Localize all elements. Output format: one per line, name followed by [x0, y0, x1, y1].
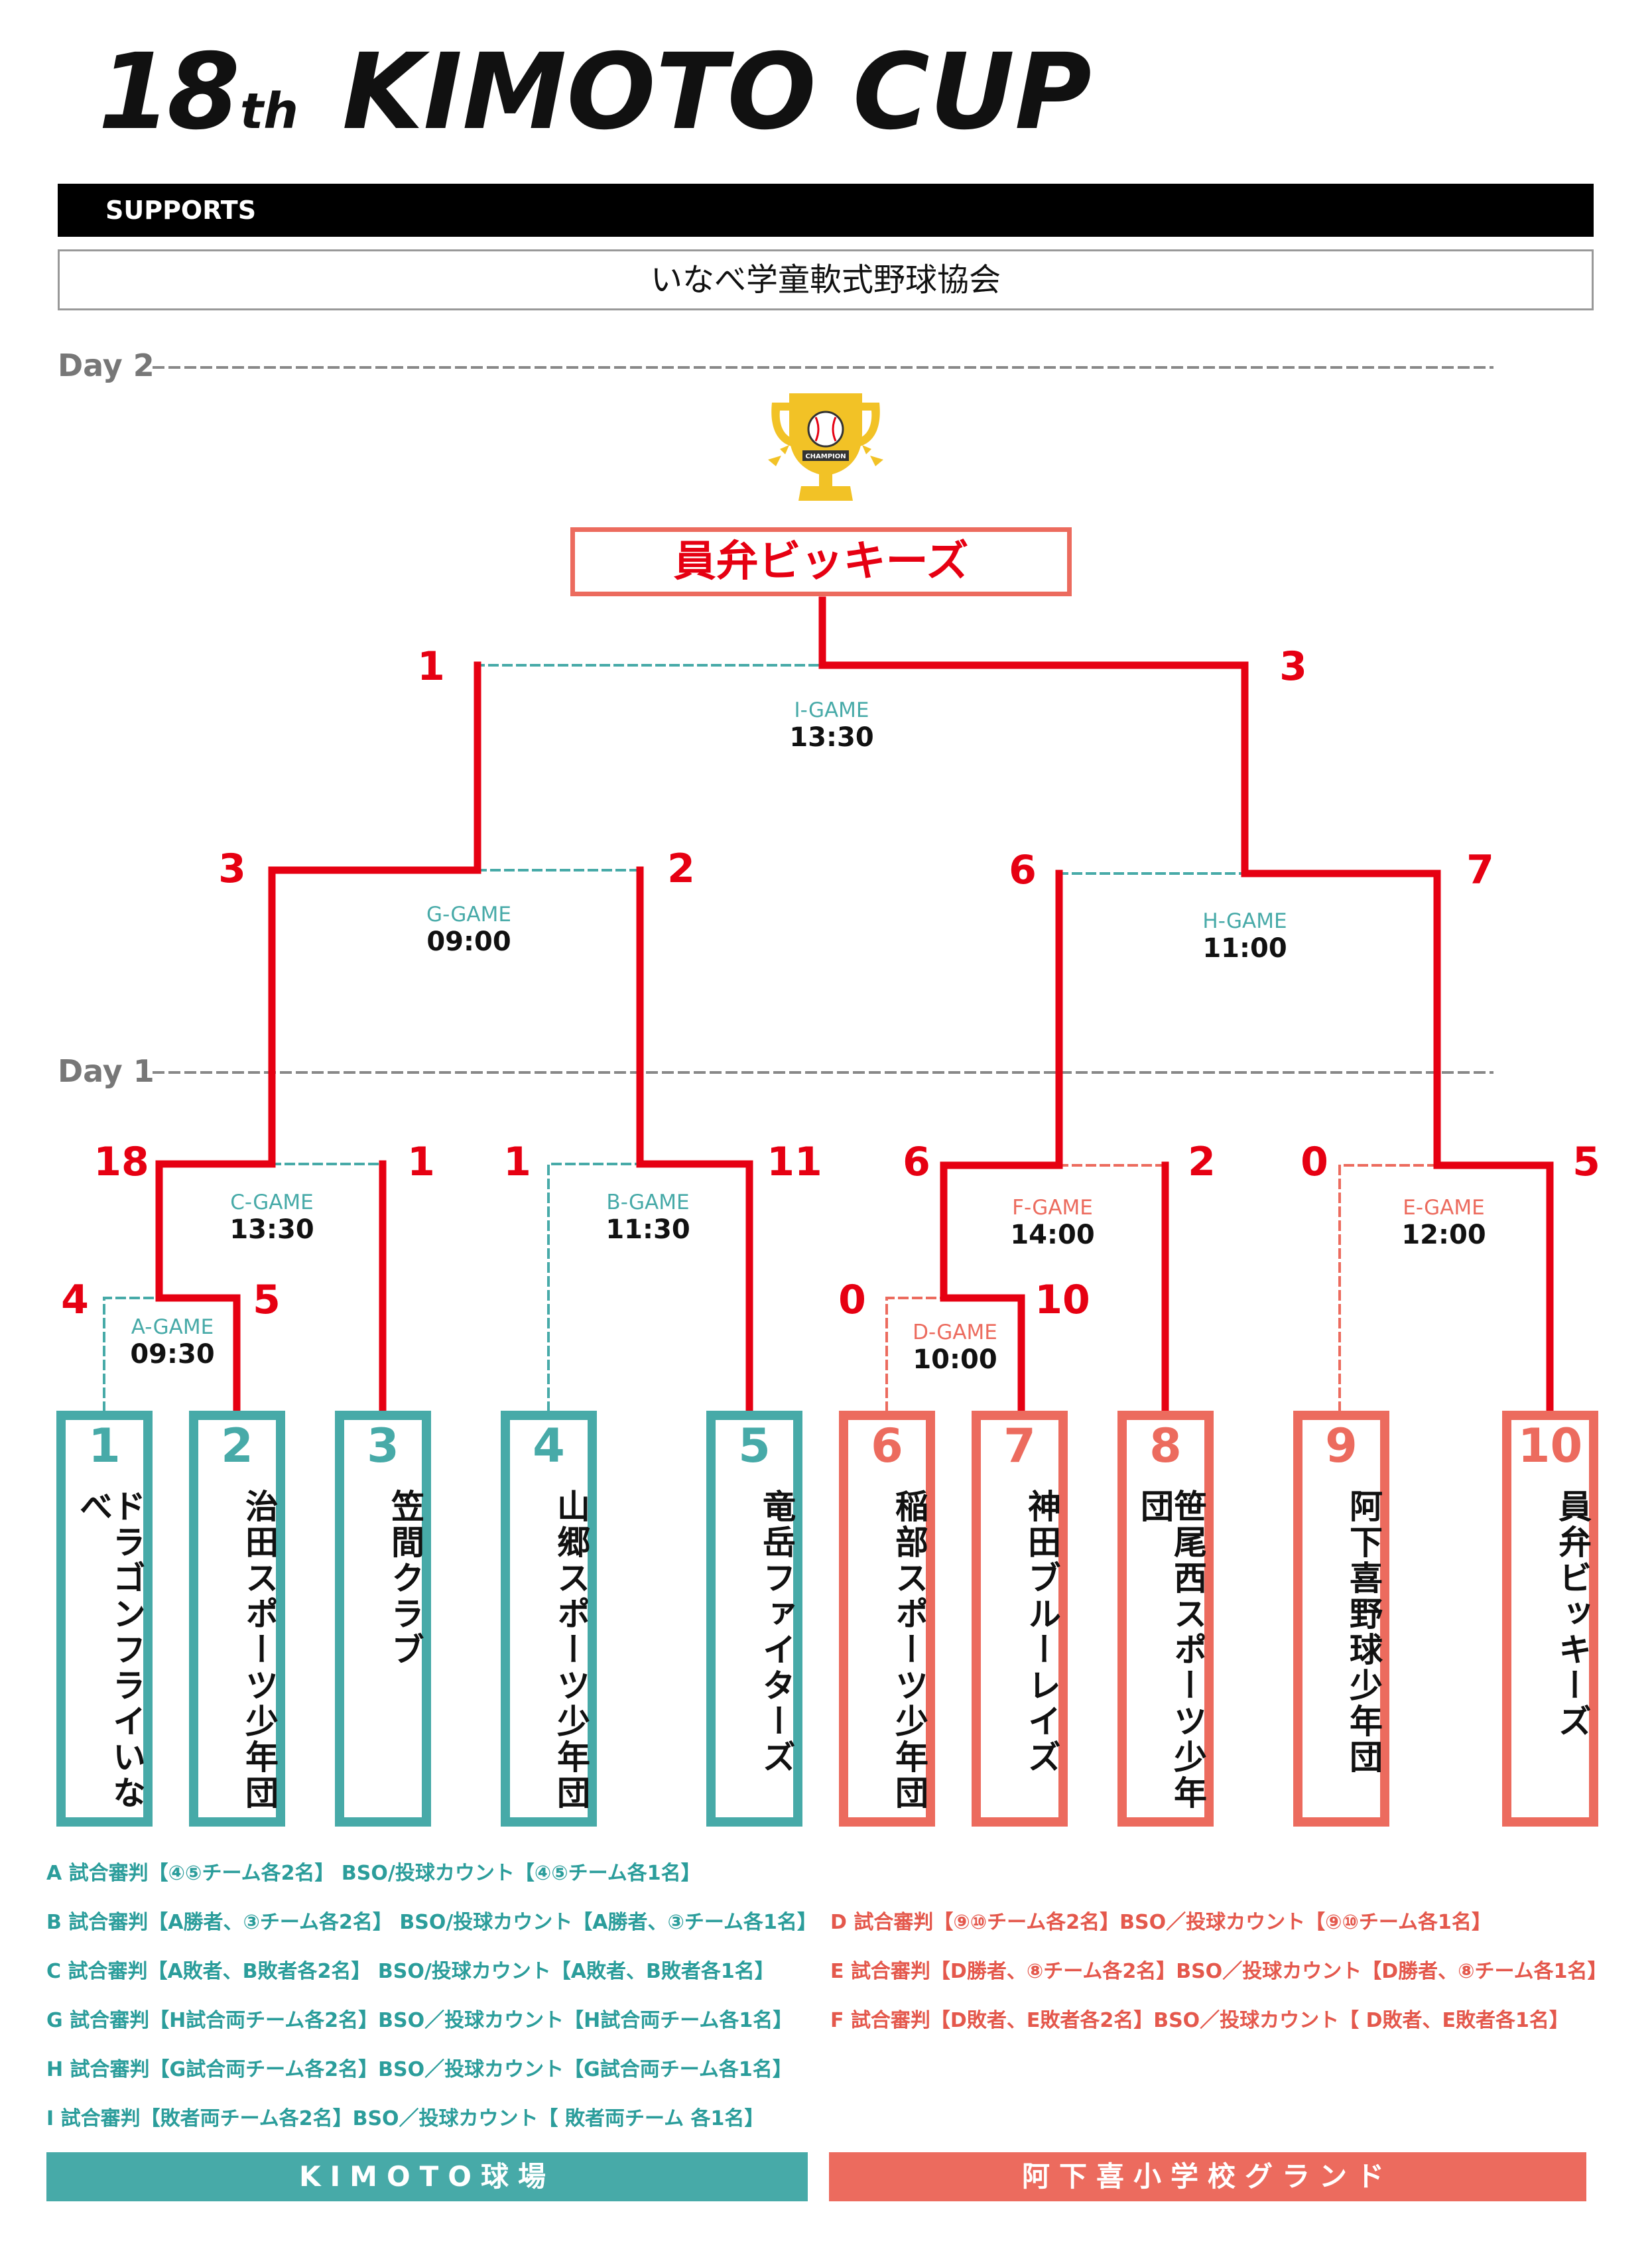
note-h: H 試合審判【G試合両チーム各2名】BSO／投球カウント【G試合両チーム各1名】	[46, 2058, 793, 2081]
i-game-label: I-GAME	[794, 698, 869, 722]
team-number: 2	[221, 1419, 253, 1473]
a-game-loser-line	[103, 1297, 160, 1412]
note-c: C 試合審判【A敗者、B敗者各2名】 BSO/投球カウント【A敗者、B敗者各1名…	[46, 1960, 775, 1983]
note-d: D 試合審判【⑨⑩チーム各2名】BSO／投球カウント【⑨⑩チーム各1名】	[830, 1911, 1492, 1934]
a-game-time: 09:30	[130, 1339, 215, 1370]
c-game-label: C-GAME	[230, 1191, 314, 1214]
team-box-6: 6 稲部スポーツ少年団	[839, 1411, 935, 1827]
f-game-time: 14:00	[1010, 1220, 1095, 1250]
team-number: 9	[1325, 1419, 1358, 1473]
winner-path-team7	[940, 870, 1063, 1415]
d-game-time: 10:00	[913, 1344, 997, 1375]
day1-label: Day 1	[58, 1053, 155, 1089]
venue-kimoto: KIMOTO球場	[46, 2152, 808, 2201]
team-name: 笠間クラブ	[386, 1489, 424, 1668]
champion-box: 員弁ビッキーズ	[570, 527, 1072, 596]
team-box-1: 1 ドラゴンフライいなべ	[56, 1411, 153, 1827]
g-game-score-left: 3	[218, 846, 246, 892]
e-game-score-left: 0	[1301, 1139, 1328, 1185]
team-number: 3	[367, 1419, 399, 1473]
f-game-label: F-GAME	[1012, 1196, 1093, 1220]
team-name: 稲部スポーツ少年団	[890, 1489, 928, 1811]
b-game-score-right: 11	[767, 1139, 822, 1185]
title-suffix: th	[239, 83, 298, 140]
title-name: KIMOTO CUP	[342, 31, 1092, 153]
team-number: 1	[88, 1419, 121, 1473]
f-game-score-left: 6	[903, 1139, 930, 1185]
team-box-8: 8 笹尾西スポーツ少年団	[1117, 1411, 1214, 1827]
team-number: 6	[871, 1419, 903, 1473]
day2-label: Day 2	[58, 348, 155, 383]
winner-path-team5	[636, 866, 753, 1415]
h-game-time: 11:00	[1202, 933, 1287, 964]
team-number: 4	[533, 1419, 565, 1473]
e-game-time: 12:00	[1401, 1220, 1486, 1250]
note-i: I 試合審判【敗者両チーム各2名】BSO／投球カウント【 敗者両チーム 各1名】	[46, 2107, 765, 2130]
d-game-label: D-GAME	[913, 1321, 997, 1344]
i-game-score-right: 3	[1279, 643, 1307, 690]
trophy-text: CHAMPION	[805, 453, 846, 460]
g-game-score-right: 2	[667, 846, 695, 892]
c-game-score-left: 18	[94, 1139, 149, 1185]
b-game-time: 11:30	[605, 1214, 690, 1245]
g-game-time: 09:00	[426, 927, 511, 957]
team-name: ドラゴンフライいなべ	[74, 1489, 146, 1811]
d-game-loser-line	[885, 1297, 945, 1412]
team-box-10: 10 員弁ビッキーズ	[1502, 1411, 1598, 1827]
team-name: 阿下喜野球少年団	[1344, 1489, 1383, 1776]
b-game-label: B-GAME	[606, 1191, 690, 1214]
h-game-label: H-GAME	[1202, 909, 1287, 933]
team-name: 神田ブルーレイズ	[1023, 1489, 1061, 1776]
supporting-association: いなべ学童軟式野球協会	[58, 249, 1594, 310]
e-game-score-right: 5	[1572, 1139, 1600, 1185]
team-name: 山郷スポーツ少年団	[552, 1489, 590, 1811]
team-box-7: 7 神田ブルーレイズ	[972, 1411, 1068, 1827]
h-game-score-left: 6	[1009, 847, 1037, 893]
i-game-score-left: 1	[417, 643, 445, 690]
b-game-loser-line	[547, 1163, 641, 1412]
team-box-3: 3 笠間クラブ	[335, 1411, 431, 1827]
e-game-loser-line	[1338, 1164, 1438, 1412]
h-game-score-right: 7	[1466, 847, 1494, 893]
team-box-2: 2 治田スポーツ少年団	[189, 1411, 285, 1827]
team-number: 8	[1149, 1419, 1182, 1473]
supports-bar: SUPPORTS	[58, 184, 1594, 237]
team-box-4: 4 山郷スポーツ少年団	[501, 1411, 597, 1827]
c-game-score-right: 1	[407, 1139, 435, 1185]
note-a: A 試合審判【④⑤チーム各2名】 BSO/投球カウント【④⑤チーム各1名】	[46, 1862, 701, 1885]
a-game-label: A-GAME	[131, 1315, 214, 1339]
i-game-time: 13:30	[789, 722, 874, 753]
team-number: 7	[1003, 1419, 1036, 1473]
a-game-score-left: 4	[61, 1277, 89, 1323]
team-box-9: 9 阿下喜野球少年団	[1293, 1411, 1389, 1827]
note-g: G 試合審判【H試合両チーム各2名】BSO／投球カウント【H試合両チーム各1名】	[46, 2009, 793, 2032]
team-name: 員弁ビッキーズ	[1553, 1489, 1592, 1740]
note-f: F 試合審判【D敗者、E敗者各2名】BSO／投球カウント【 D敗者、E敗者各1名…	[830, 2009, 1569, 2032]
note-b: B 試合審判【A勝者、③チーム各2名】 BSO/投球カウント【A勝者、③チーム各…	[46, 1911, 817, 1934]
trophy-icon: CHAMPION	[768, 393, 883, 501]
team-name: 治田スポーツ少年団	[240, 1489, 279, 1811]
a-game-score-right: 5	[253, 1277, 281, 1323]
team-name: 竜岳ファイターズ	[757, 1489, 796, 1776]
note-e: E 試合審判【D勝者、⑧チーム各2名】BSO／投球カウント【D勝者、⑧チーム各1…	[830, 1960, 1608, 1983]
team-box-5: 5 竜岳ファイターズ	[706, 1411, 802, 1827]
team-number: 10	[1517, 1419, 1583, 1473]
e-game-label: E-GAME	[1403, 1196, 1485, 1220]
b-game-score-left: 1	[503, 1139, 531, 1185]
team-number: 5	[738, 1419, 771, 1473]
d-game-score-right: 10	[1035, 1277, 1090, 1323]
c-game-time: 13:30	[229, 1214, 314, 1245]
venue-ageki: 阿下喜小学校グランド	[829, 2152, 1586, 2201]
f-game-score-right: 2	[1188, 1139, 1216, 1185]
d-game-score-left: 0	[838, 1277, 866, 1323]
team-name: 笹尾西スポーツ少年団	[1135, 1489, 1207, 1811]
winner-path-team10	[818, 596, 1554, 1415]
title-number: 18	[98, 31, 240, 153]
winner-path-team2	[155, 661, 481, 1415]
g-game-label: G-GAME	[426, 903, 511, 927]
